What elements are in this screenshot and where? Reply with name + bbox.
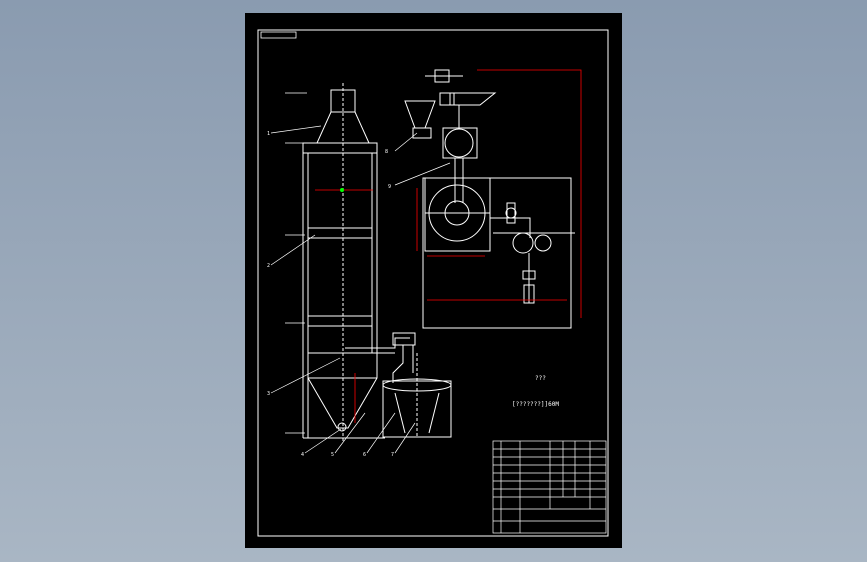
drawing-canvas: 1 2 3 4 5 6 7 8 9 ??? [???????]]60M [257, 29, 609, 537]
center-marker [340, 188, 344, 192]
svg-text:5: 5 [331, 452, 334, 458]
tower-assembly [302, 83, 452, 443]
note-small: ??? [535, 375, 546, 382]
fan-leaders [394, 132, 451, 186]
svg-text:4: 4 [301, 452, 304, 458]
note-main: [???????]]60M [512, 401, 559, 408]
svg-text:1: 1 [267, 131, 270, 137]
svg-text:2: 2 [267, 263, 270, 269]
svg-text:6: 6 [363, 452, 366, 458]
part-labels: 1 2 3 4 5 6 7 8 9 [267, 131, 394, 458]
svg-text:7: 7 [391, 452, 394, 458]
title-block [492, 440, 607, 534]
fan-dimensions [416, 69, 582, 318]
corner-label-box [260, 31, 297, 39]
tower-dimensions [315, 189, 373, 423]
drawing-frame [257, 29, 609, 537]
svg-text:8: 8 [385, 149, 388, 155]
fan-assembly [404, 69, 575, 329]
svg-text:3: 3 [267, 391, 270, 397]
leader-lines [270, 92, 416, 454]
drawing-sheet: 1 2 3 4 5 6 7 8 9 ??? [???????]]60M [245, 13, 622, 548]
svg-text:9: 9 [388, 184, 391, 190]
